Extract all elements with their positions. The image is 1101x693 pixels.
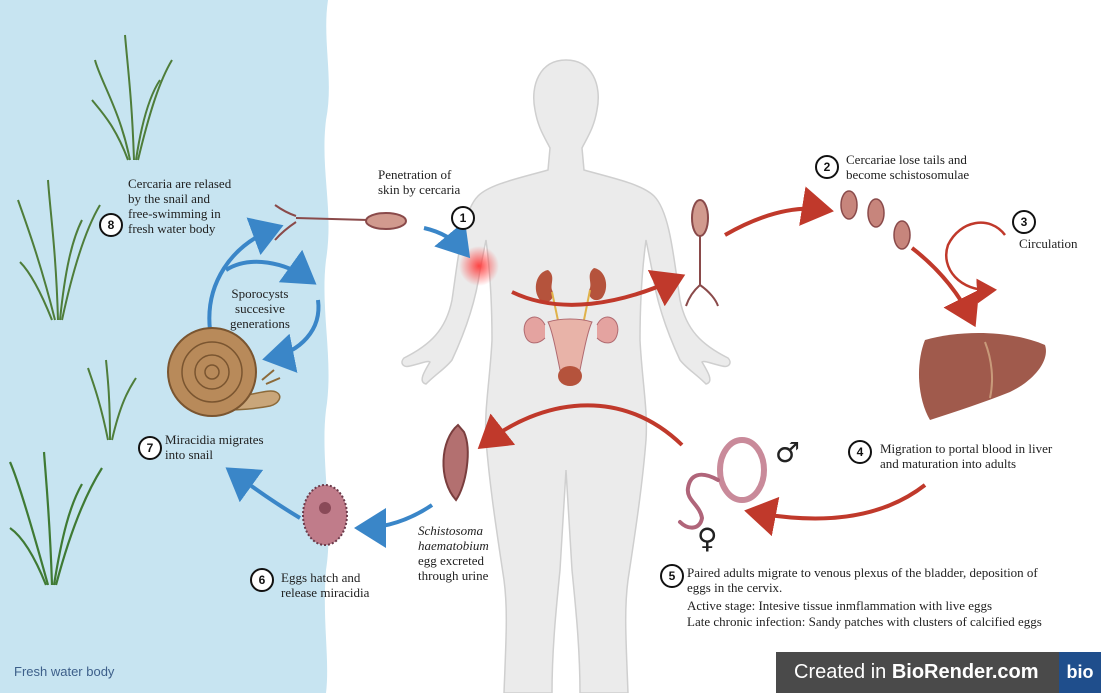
arrow-to-schistosomulae bbox=[725, 209, 826, 235]
badge-text: Created in BioRender.com bbox=[794, 652, 1039, 693]
male-symbol: ♂ bbox=[775, 436, 800, 469]
fresh-water-region bbox=[0, 0, 329, 693]
arrow-to-adults bbox=[752, 485, 925, 519]
biorender-logo-icon: bio bbox=[1059, 652, 1101, 693]
step-6-label: Eggs hatch and release miracidia bbox=[281, 570, 369, 600]
step-number-3: 3 bbox=[1012, 210, 1036, 234]
step-number-8: 8 bbox=[99, 213, 123, 237]
step-3-label: Circulation bbox=[1019, 236, 1078, 251]
female-symbol: ♀ bbox=[697, 522, 718, 555]
step-number-7: 7 bbox=[138, 436, 162, 460]
step-number-2: 2 bbox=[815, 155, 839, 179]
adult-worms-icon bbox=[680, 440, 764, 528]
fresh-water-label: Fresh water body bbox=[14, 664, 114, 679]
biorender-badge[interactable]: Created in BioRender.com bio bbox=[776, 652, 1101, 693]
liver-icon bbox=[919, 333, 1046, 420]
step-5-active-stage: Active stage: Intesive tissue inmflammat… bbox=[687, 598, 992, 613]
step-7-label: Miracidia migrates into snail bbox=[165, 432, 264, 462]
schistosomulum-icon bbox=[686, 200, 718, 306]
schistosomulae-icon bbox=[841, 191, 910, 249]
step-4-label: Migration to portal blood in liver and m… bbox=[880, 441, 1052, 471]
step-2-label: Cercariae lose tails and become schistos… bbox=[846, 152, 969, 182]
egg-excretion-label: egg excreted through urine bbox=[418, 553, 488, 583]
step-8-label: Cercaria are relased by the snail and fr… bbox=[128, 176, 231, 236]
egg-icon bbox=[443, 425, 467, 500]
step-5-chronic-stage: Late chronic infection: Sandy patches wi… bbox=[687, 614, 1042, 629]
miracidium-icon bbox=[303, 485, 347, 545]
step-number-4: 4 bbox=[848, 440, 872, 464]
step-number-1: 1 bbox=[451, 206, 475, 230]
step-number-5: 5 bbox=[660, 564, 684, 588]
step-1-label: Penetration of skin by cercaria bbox=[378, 167, 460, 197]
step-number-6: 6 bbox=[250, 568, 274, 592]
egg-species-label: Schistosoma haematobium bbox=[418, 523, 489, 553]
step-5-label: Paired adults migrate to venous plexus o… bbox=[687, 565, 1038, 595]
sporocysts-label: Sporocysts succesive generations bbox=[230, 286, 290, 331]
circulation-loop-arrow bbox=[946, 223, 1005, 290]
